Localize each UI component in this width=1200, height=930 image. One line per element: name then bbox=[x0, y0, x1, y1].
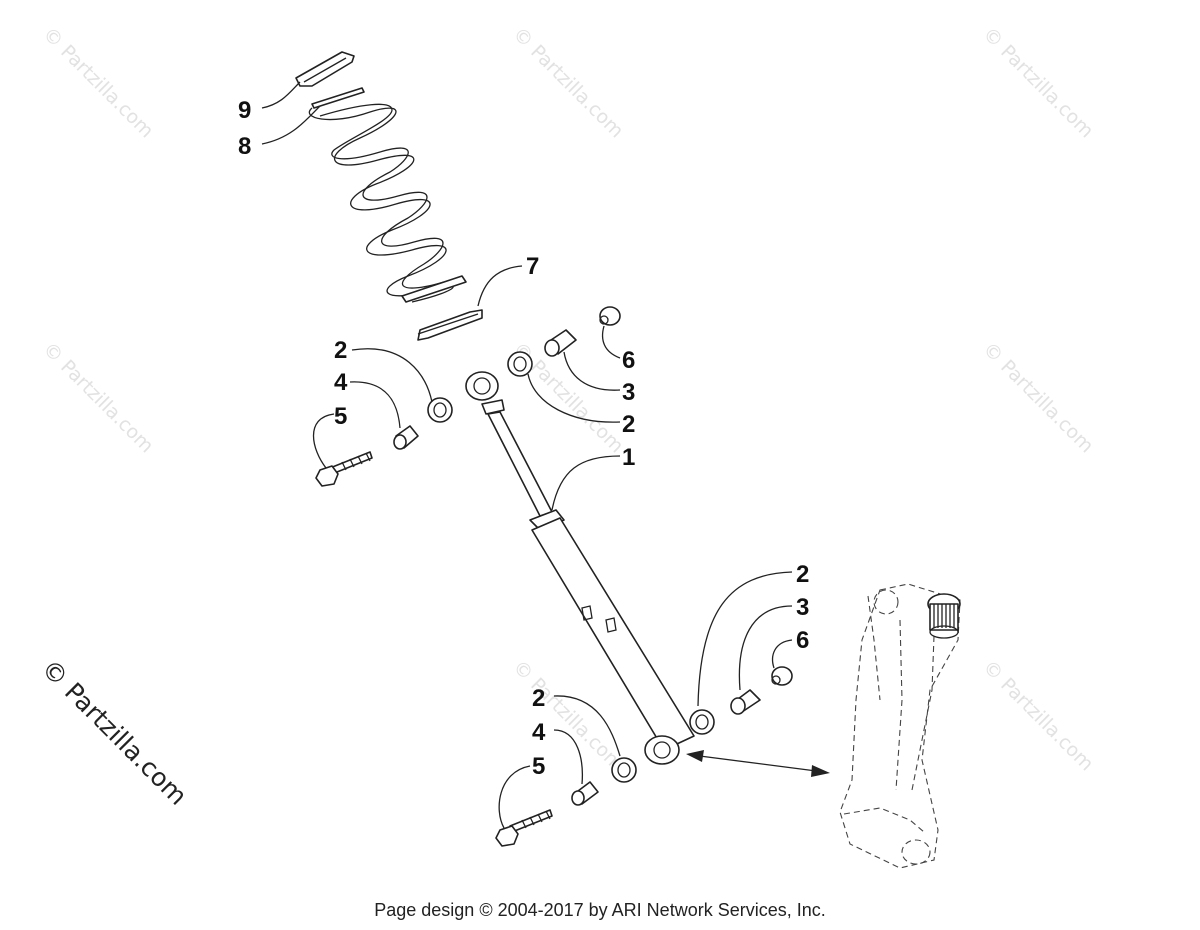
callout-8: 8 bbox=[238, 133, 251, 160]
callout-9: 9 bbox=[238, 97, 251, 124]
callout-2: 2 bbox=[796, 561, 809, 588]
part-spring-seat bbox=[417, 309, 483, 341]
callout-4: 4 bbox=[532, 719, 546, 746]
callout-6: 6 bbox=[796, 627, 809, 654]
watermark: © Partzilla.com bbox=[508, 23, 627, 142]
part-upper-bushing-2-right bbox=[507, 351, 533, 377]
watermark: © Partzilla.com bbox=[978, 338, 1097, 457]
part-shock-absorber bbox=[465, 371, 695, 765]
watermark: © Partzilla.com bbox=[978, 656, 1097, 775]
part-upper-nut-6 bbox=[599, 306, 621, 326]
watermark: © Partzilla.com bbox=[978, 23, 1097, 142]
part-lower-nut-6 bbox=[771, 666, 793, 686]
leader-lines bbox=[261, 81, 793, 829]
callout-3: 3 bbox=[622, 379, 635, 406]
part-lower-bolt-5 bbox=[495, 809, 553, 847]
page-footer: Page design © 2004-2017 by ARI Network S… bbox=[374, 900, 826, 920]
callout-2: 2 bbox=[532, 685, 545, 712]
watermark: © Partzilla.com bbox=[508, 656, 627, 775]
callout-4: 4 bbox=[334, 369, 348, 396]
callout-1: 1 bbox=[622, 444, 635, 471]
callout-2: 2 bbox=[622, 411, 635, 438]
callout-3: 3 bbox=[796, 594, 809, 621]
part-upper-sleeve-3 bbox=[544, 329, 577, 357]
watermark-main: © Partzilla.com bbox=[36, 654, 193, 811]
watermark-layer: © Partzilla.com © Partzilla.com © Partzi… bbox=[38, 23, 1097, 775]
part-upper-bolt-5 bbox=[315, 451, 373, 487]
callout-7: 7 bbox=[526, 253, 539, 280]
part-upper-sleeve-4 bbox=[393, 425, 419, 450]
callout-2: 2 bbox=[334, 337, 347, 364]
part-spring-cap bbox=[295, 51, 355, 87]
watermark: © Partzilla.com bbox=[38, 338, 157, 457]
part-knuckle-reference bbox=[839, 583, 961, 869]
part-lower-sleeve-4 bbox=[571, 781, 599, 806]
part-lower-bushing-2-left bbox=[611, 757, 637, 783]
part-coil-spring bbox=[308, 87, 467, 303]
callout-5: 5 bbox=[532, 753, 545, 780]
reference-arrow bbox=[686, 750, 830, 777]
part-lower-sleeve-3 bbox=[730, 689, 761, 715]
part-upper-bushing-2-left bbox=[427, 397, 453, 423]
part-lower-bushing-2-right bbox=[689, 709, 715, 735]
watermark: © Partzilla.com bbox=[38, 23, 157, 142]
callout-labels: 9 8 7 2 4 5 6 3 2 1 2 3 6 2 4 5 bbox=[238, 97, 809, 780]
callout-6: 6 bbox=[622, 347, 635, 374]
callout-5: 5 bbox=[334, 403, 347, 430]
